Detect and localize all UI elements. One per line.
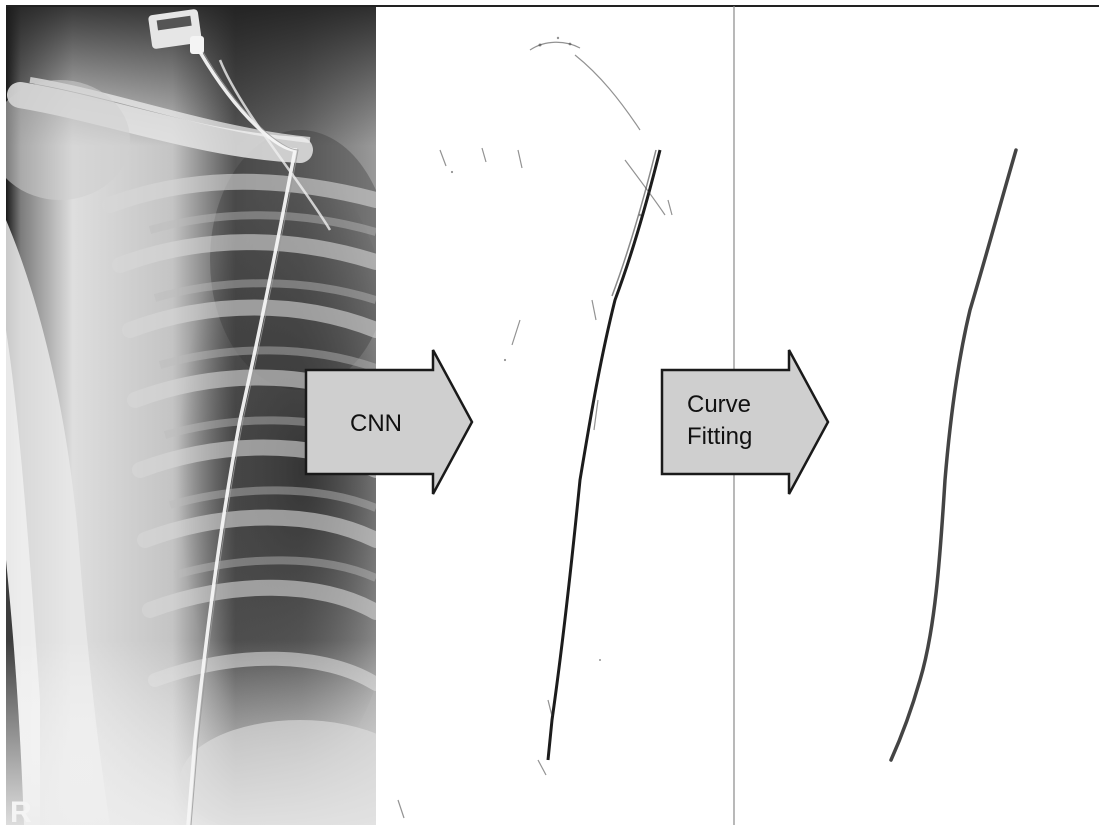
curve-fitting-label-line-1: Curve	[687, 391, 751, 418]
side-marker-letter: R	[10, 796, 32, 825]
cnn-arrow-label: CNN	[350, 410, 402, 437]
curve-fitting-label-line-2: Fitting	[687, 423, 752, 450]
